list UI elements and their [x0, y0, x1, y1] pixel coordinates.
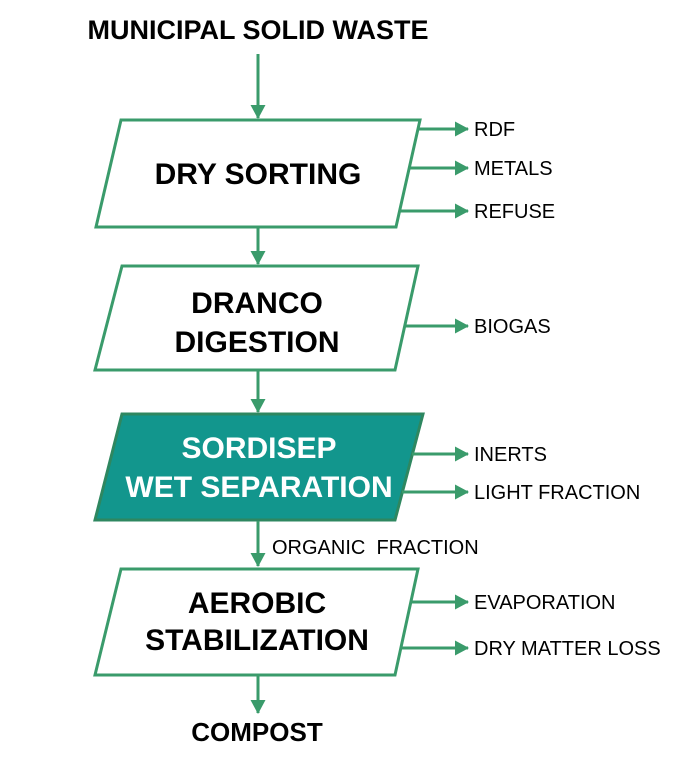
stage-label-dry-sorting: DRY SORTING: [155, 158, 362, 191]
stage-label-stabilization: STABILIZATION: [145, 624, 369, 657]
output-label-inerts: INERTS: [474, 444, 547, 466]
stage-shape-dranco-digestion: [93, 264, 420, 372]
stage-shape-aerobic-stabilization: [93, 567, 420, 677]
output-label-dry-matter-loss: DRY MATTER LOSS: [474, 638, 661, 660]
stage-shape-dry-sorting: [94, 118, 422, 229]
stage-label-aerobic: AEROBIC: [188, 587, 326, 620]
stage-label-digestion: DIGESTION: [174, 326, 339, 359]
output-label-biogas: BIOGAS: [474, 316, 551, 338]
output-label-refuse: REFUSE: [474, 201, 555, 223]
flow-label-organic-fraction: ORGANIC FRACTION: [272, 537, 479, 559]
input-label-municipal-solid-waste: MUNICIPAL SOLID WASTE: [87, 15, 428, 45]
stage-shape-sordisep-wet-separation: [93, 412, 425, 522]
stage-label-wet-separation: WET SEPARATION: [125, 471, 392, 504]
output-label-rdf: RDF: [474, 119, 515, 141]
output-label-compost: COMPOST: [191, 717, 323, 747]
stage-label-sordisep: SORDISEP: [181, 432, 336, 465]
stage-label-dranco: DRANCO: [191, 287, 323, 320]
output-label-evaporation: EVAPORATION: [474, 592, 616, 614]
output-label-light-fraction: LIGHT FRACTION: [474, 482, 640, 504]
output-label-metals: METALS: [474, 158, 553, 180]
